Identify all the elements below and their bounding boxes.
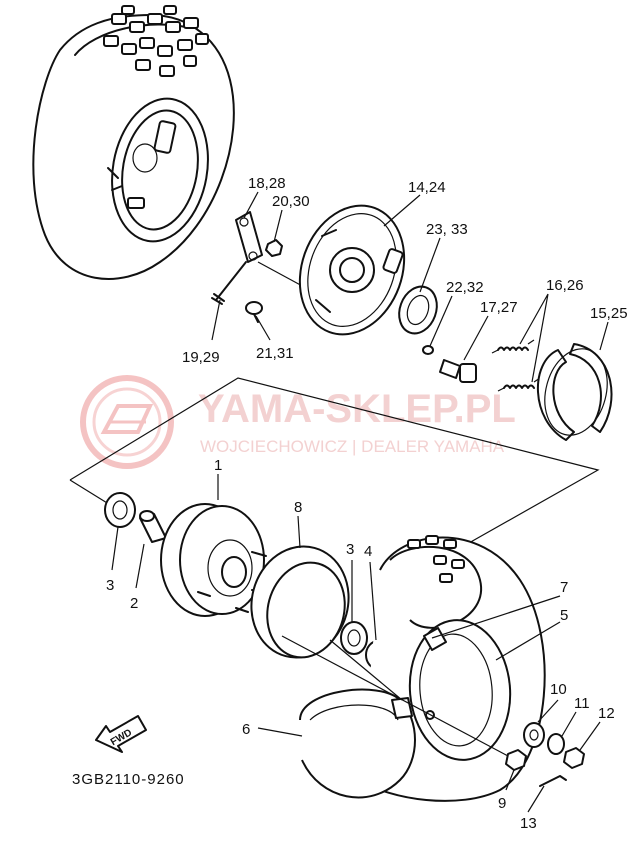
callout-14-24: 14,24 [408,179,446,196]
washer-10 [523,722,545,748]
callout-9: 9 [498,795,506,812]
rim-half-outer [408,619,512,761]
spacer [139,510,167,543]
callout-1: 1 [214,457,222,474]
washer-21-31 [245,301,263,323]
cotter-pin-13 [539,775,567,787]
leader-lines [111,191,609,813]
callout-15-25: 15,25 [590,305,628,322]
callout-19-29: 19,29 [182,349,220,366]
wheel-hub [160,503,267,617]
bolt-19-29 [211,261,247,305]
washer-11 [547,733,565,755]
callout-10: 10 [550,681,567,698]
callout-2: 2 [130,595,138,612]
callout-6: 6 [242,721,250,738]
callout-11: 11 [574,695,590,712]
oil-seal [398,285,438,335]
callout-labels: 18,28 20,30 14,24 23, 33 22,32 17,27 16,… [106,175,628,832]
shaft-link [257,261,307,289]
callout-20-30: 20,30 [272,193,310,210]
bearing-right [340,621,368,655]
callout-13: 13 [520,815,537,832]
rim-band [250,545,350,659]
tire-front-left-top [32,5,235,280]
callout-4: 4 [364,543,372,560]
callout-21-31: 21,31 [256,345,294,362]
callout-12: 12 [598,705,615,722]
callout-7: 7 [560,579,568,596]
fwd-arrow-icon: FWD [95,715,147,753]
brake-camshaft [439,359,477,383]
callout-17-27: 17,27 [480,299,518,316]
o-ring [422,345,434,355]
tread-blocks-bottom [407,535,465,583]
callout-3-right: 3 [346,541,354,558]
spring-upper [491,339,535,354]
callout-23-33: 23, 33 [426,221,468,238]
brake-cam-lever [235,211,263,263]
rim-half-inner [299,688,416,799]
watermark-tagline: WOJCIECHOWICZ | DEALER YAMAHA [200,437,505,456]
callout-18-28: 18,28 [248,175,286,192]
callout-8: 8 [294,499,302,516]
callout-5: 5 [560,607,568,624]
catalog-code: 3GB2110-9260 [72,771,185,788]
callout-16-26: 16,26 [546,277,584,294]
callout-3-left: 3 [106,577,114,594]
watermark-logo-icon [80,375,174,469]
tread-blocks [103,5,209,77]
callout-22-32: 22,32 [446,279,484,296]
nut-12 [563,747,585,769]
nut-9 [505,749,527,771]
watermark: YAMA-SKLEP.PL WOJCIECHOWICZ | DEALER YAM… [80,375,516,469]
bearing-left [104,492,136,528]
nut-20-30 [265,239,283,257]
exploded-view-frame [69,377,600,566]
brake-shoe-plate [298,204,406,336]
brake-shoe-kit [537,343,613,441]
